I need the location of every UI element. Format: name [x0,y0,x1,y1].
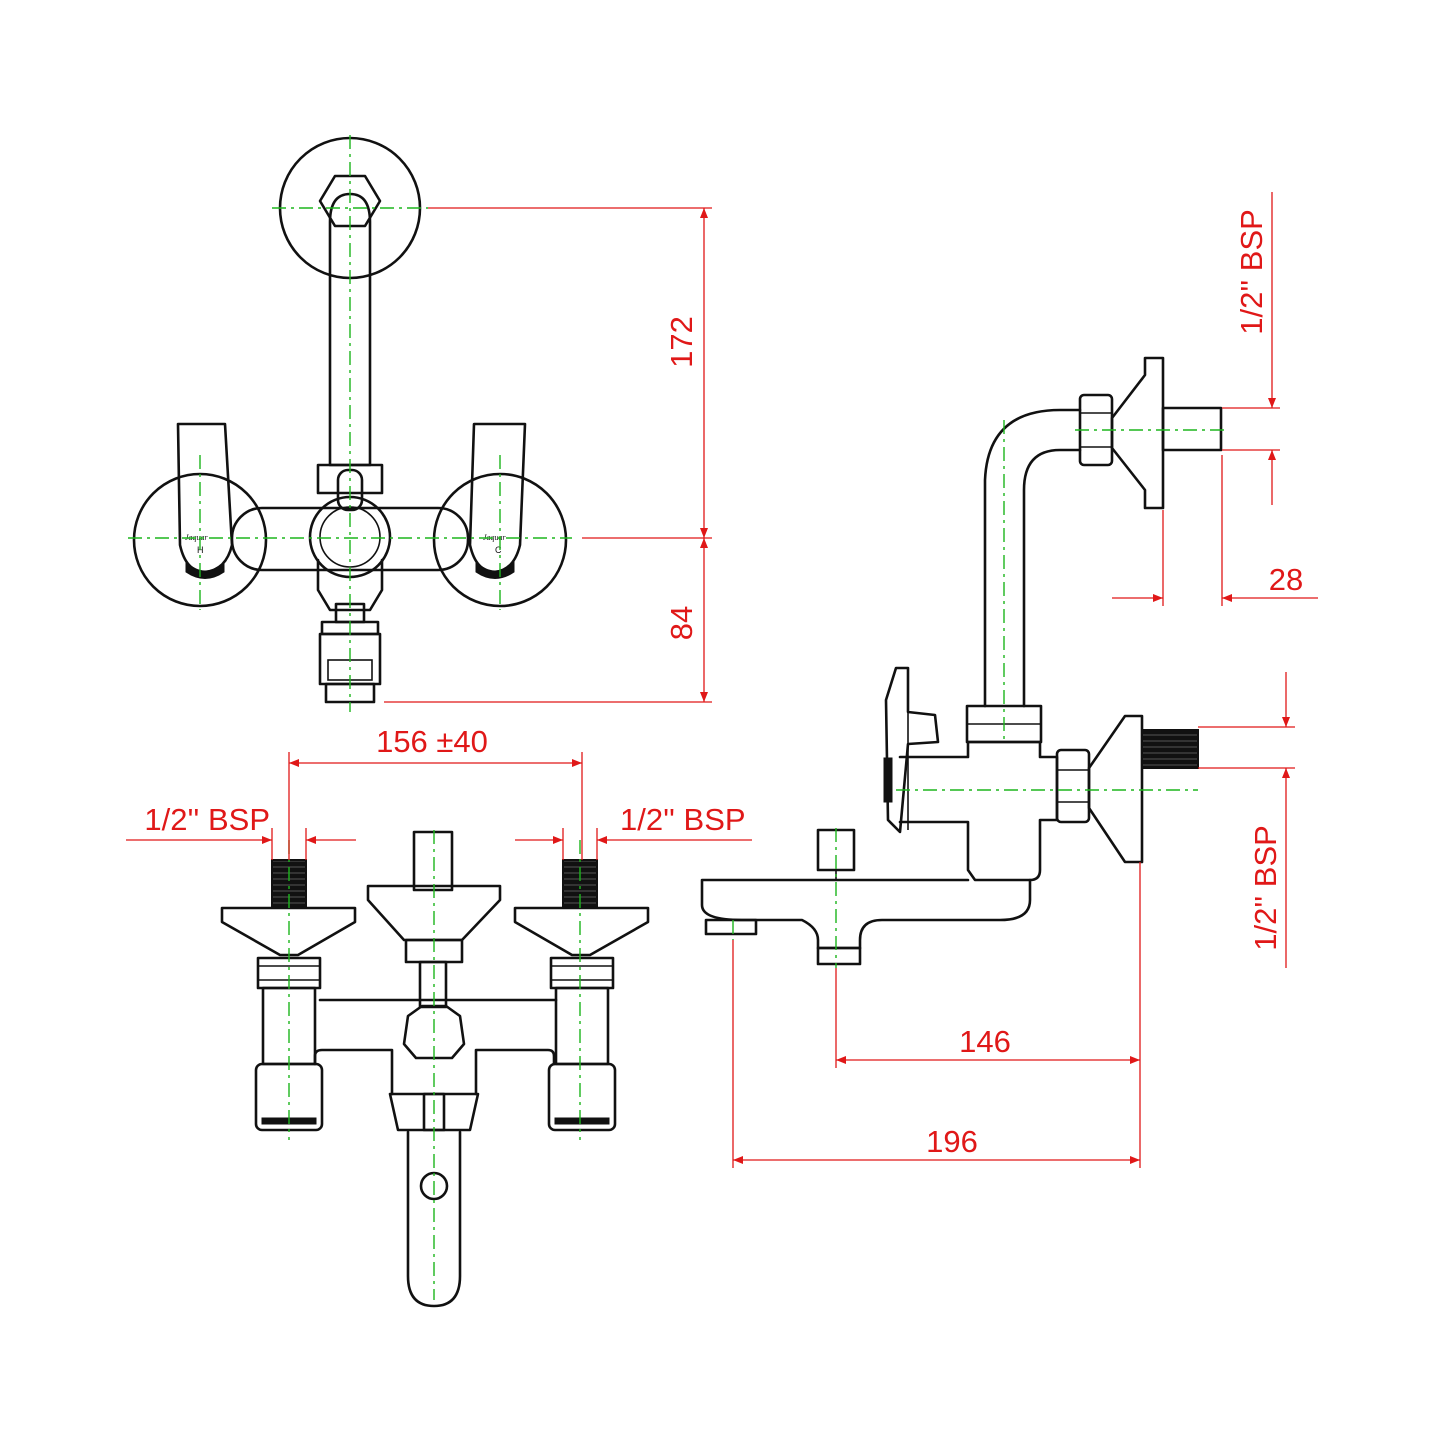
side-spout [700,878,1032,950]
side-shower-pipe [983,408,1082,708]
thread-right-text: 1/2'' BSP [620,802,746,837]
right-inlet-flange [513,906,650,957]
side-mixer-body [898,740,1059,882]
spout-clamp [388,1092,480,1132]
side-bottom-flange [1087,714,1144,864]
top-side-inlet [1161,406,1223,452]
right-handle-base [547,1062,617,1132]
hot-handle [176,422,234,574]
front-view: Jaquar Jaquar H C 172 84 [128,135,712,712]
dim-28-text: 28 [1269,562,1303,597]
thread-bottom-text: 1/2'' BSP [1248,825,1283,951]
hot-handle-tip [185,560,225,579]
dim-84-text: 84 [664,606,699,640]
bath-spout [406,1130,462,1308]
center-diverter-hex [402,1004,466,1060]
thread-top-text: 1/2'' BSP [1234,209,1269,335]
cold-handle-tip [475,560,515,579]
side-handle-edge [883,757,893,803]
bottom-view: 156 ±40 1/2'' BSP 1/2'' BSP [126,724,752,1308]
shower-pipe [328,192,372,467]
dim-196-text: 196 [926,1124,978,1159]
side-spout-aerator [704,918,758,936]
side-bottom-thread [1141,729,1199,769]
right-handle-edge [554,1117,610,1125]
center-shower-stem [412,830,454,892]
top-side-flange [1110,356,1165,510]
side-spout-outlet [816,946,862,966]
dim-172-text: 172 [664,316,699,368]
side-view: 1/2'' BSP 28 1/2'' BSP 146 196 [700,192,1318,1168]
brand-logo-right: Jaquar [483,533,507,542]
dim-146-text: 146 [959,1024,1011,1059]
dim-156-text: 156 ±40 [376,724,488,759]
side-handle [884,666,940,834]
thread-left-text: 1/2'' BSP [144,802,270,837]
top-hex-nut [318,174,382,228]
left-inlet-flange [220,906,357,957]
side-bottom-nut [1055,748,1091,824]
brand-logo-left: Jaquar [185,533,209,542]
diverter-lower [316,558,384,612]
right-inlet-nut [549,956,615,990]
left-inlet-body [261,986,317,1066]
bottom-body-bar [313,998,558,1096]
right-inlet-body [554,986,610,1066]
cold-label: C [495,545,502,555]
